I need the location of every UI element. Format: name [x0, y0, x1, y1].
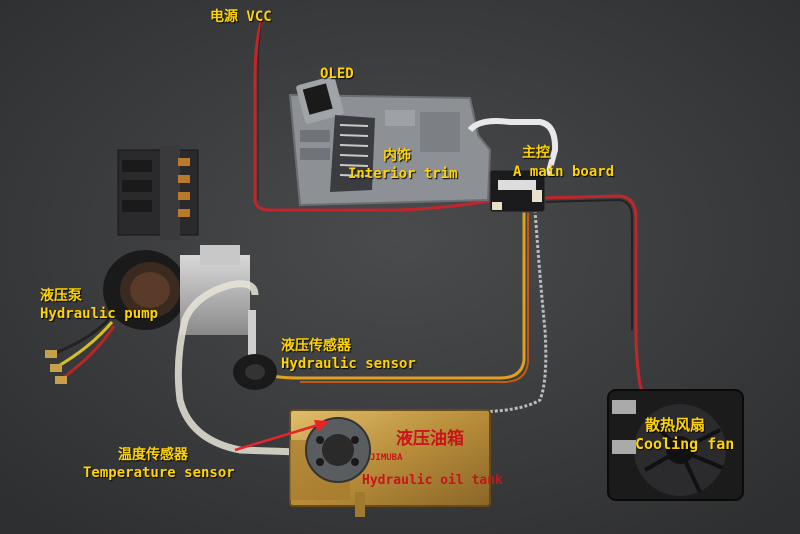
fan-label-cn: 散热风扇 [645, 416, 706, 434]
interior-label-cn: 内饰 [383, 148, 411, 164]
interior-trim [288, 76, 492, 207]
hsensor-label-cn: 液压传感器 [281, 338, 351, 354]
interior-label-en: Interior trim [348, 166, 458, 182]
power-label: 电源 VCC [210, 9, 272, 25]
arrow [234, 420, 330, 452]
clear-hose [174, 280, 301, 456]
fan-wire [539, 194, 647, 401]
valve-block [117, 145, 199, 240]
tank-label-en: Hydraulic oil tank [362, 473, 503, 488]
ribbon-cable [467, 118, 559, 176]
pump-label-cn: 液压泵 [40, 288, 82, 304]
tank-label-cn: 液压油箱 [396, 429, 464, 449]
hsensor-label-en: Hydraulic sensor [281, 356, 416, 372]
oil-tank [289, 409, 491, 517]
motor-wires [45, 316, 116, 384]
hydraulic-pump [103, 245, 250, 335]
power-wire [253, 19, 496, 212]
mainboard-label-en: A main board [513, 164, 615, 180]
pump-label-en: Hydraulic pump [40, 306, 159, 322]
tsensor-label-en: Temperature sensor [83, 465, 235, 481]
mainboard-label-cn: 主控 [522, 145, 550, 161]
main-board [489, 169, 546, 213]
oled-label: OLED [320, 66, 354, 82]
hydraulic-sensor [233, 310, 277, 390]
tank-logo: JIMUBA [370, 453, 403, 463]
cooling-fan [607, 389, 744, 501]
fan-label-en: Cooling fan [635, 435, 735, 453]
tsensor-label-cn: 温度传感器 [118, 447, 188, 463]
